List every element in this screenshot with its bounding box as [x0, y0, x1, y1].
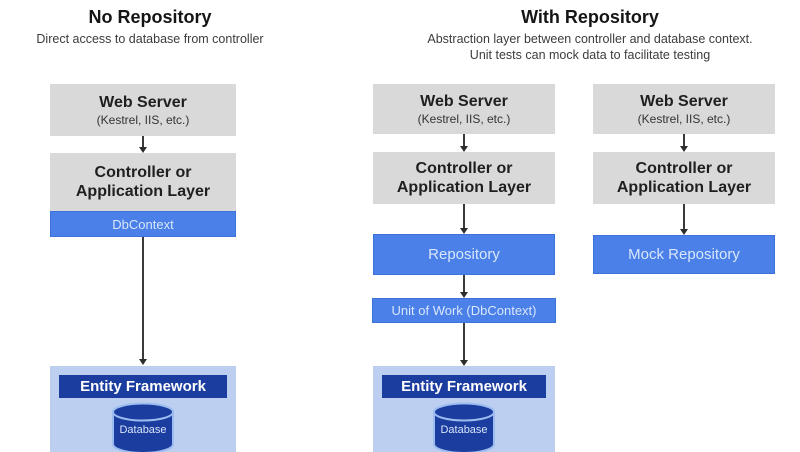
arrow-down [459, 275, 468, 298]
database-cylinder-shape [433, 402, 495, 452]
entity-framework-bar: Entity Framework [382, 375, 546, 398]
arrow-down [459, 134, 468, 152]
web-server-subtitle: (Kestrel, IIS, etc.) [417, 112, 511, 127]
controller-label-line1: Controller or [415, 159, 513, 177]
dbcontext-label: DbContext [112, 216, 174, 232]
no-repo-entity-framework-container: Entity Framework Database [50, 366, 236, 452]
mock-repository-box: Mock Repository [593, 235, 775, 274]
database-label: Database [119, 424, 167, 436]
database-label: Database [440, 424, 488, 436]
repository-box: Repository [373, 234, 555, 275]
controller-label-line2: Application Layer [75, 183, 211, 200]
with-repo-web-server-box: Web Server (Kestrel, IIS, etc.) [373, 84, 555, 134]
mock-web-server-box: Web Server (Kestrel, IIS, etc.) [593, 84, 775, 134]
web-server-subtitle: (Kestrel, IIS, etc.) [637, 112, 731, 127]
with-repository-subtitle-line1: Abstraction layer between controller and… [427, 31, 753, 46]
web-server-title: Web Server [640, 92, 728, 110]
no-repository-header: No Repository Direct access to database … [0, 7, 300, 47]
with-repository-title: With Repository [521, 7, 659, 27]
with-repository-subtitle-line2: Unit tests can mock data to facilitate t… [469, 47, 711, 62]
arrow-down [679, 204, 688, 235]
arrow-down [459, 323, 468, 366]
no-repo-controller-box: Controller or Application Layer [50, 153, 236, 211]
web-server-title: Web Server [420, 92, 508, 110]
database-cylinder-icon: Database [431, 402, 497, 452]
unit-of-work-box: Unit of Work (DbContext) [372, 298, 556, 323]
unit-of-work-label: Unit of Work (DbContext) [391, 303, 537, 318]
controller-label-line2: Application Layer [396, 179, 532, 196]
arrow-down [679, 134, 688, 152]
database-cylinder-icon: Database [110, 402, 176, 452]
controller-label-line1: Controller or [635, 159, 733, 177]
controller-label-line1: Controller or [94, 163, 192, 181]
web-server-subtitle: (Kestrel, IIS, etc.) [96, 113, 190, 128]
with-repository-subtitle: Abstraction layer between controller and… [380, 31, 800, 64]
repository-label: Repository [428, 246, 500, 263]
no-repository-title: No Repository [88, 7, 212, 27]
with-repo-controller-box: Controller or Application Layer [373, 152, 555, 204]
arrow-down-long [138, 237, 147, 365]
no-repo-dbcontext-box: DbContext [50, 211, 236, 237]
mock-controller-box: Controller or Application Layer [593, 152, 775, 204]
no-repo-web-server-box: Web Server (Kestrel, IIS, etc.) [50, 84, 236, 136]
arrow-down [138, 136, 147, 153]
entity-framework-bar: Entity Framework [59, 375, 227, 398]
arrow-down [459, 204, 468, 234]
entity-framework-label: Entity Framework [401, 378, 527, 395]
mock-repository-label: Mock Repository [628, 246, 740, 263]
database-cylinder-shape [112, 402, 174, 452]
web-server-title: Web Server [99, 93, 187, 111]
with-repo-entity-framework-container: Entity Framework Database [373, 366, 555, 452]
entity-framework-label: Entity Framework [80, 378, 206, 395]
controller-label-line2: Application Layer [616, 179, 752, 196]
with-repository-header: With Repository Abstraction layer betwee… [380, 7, 800, 63]
no-repository-subtitle: Direct access to database from controlle… [36, 31, 264, 46]
